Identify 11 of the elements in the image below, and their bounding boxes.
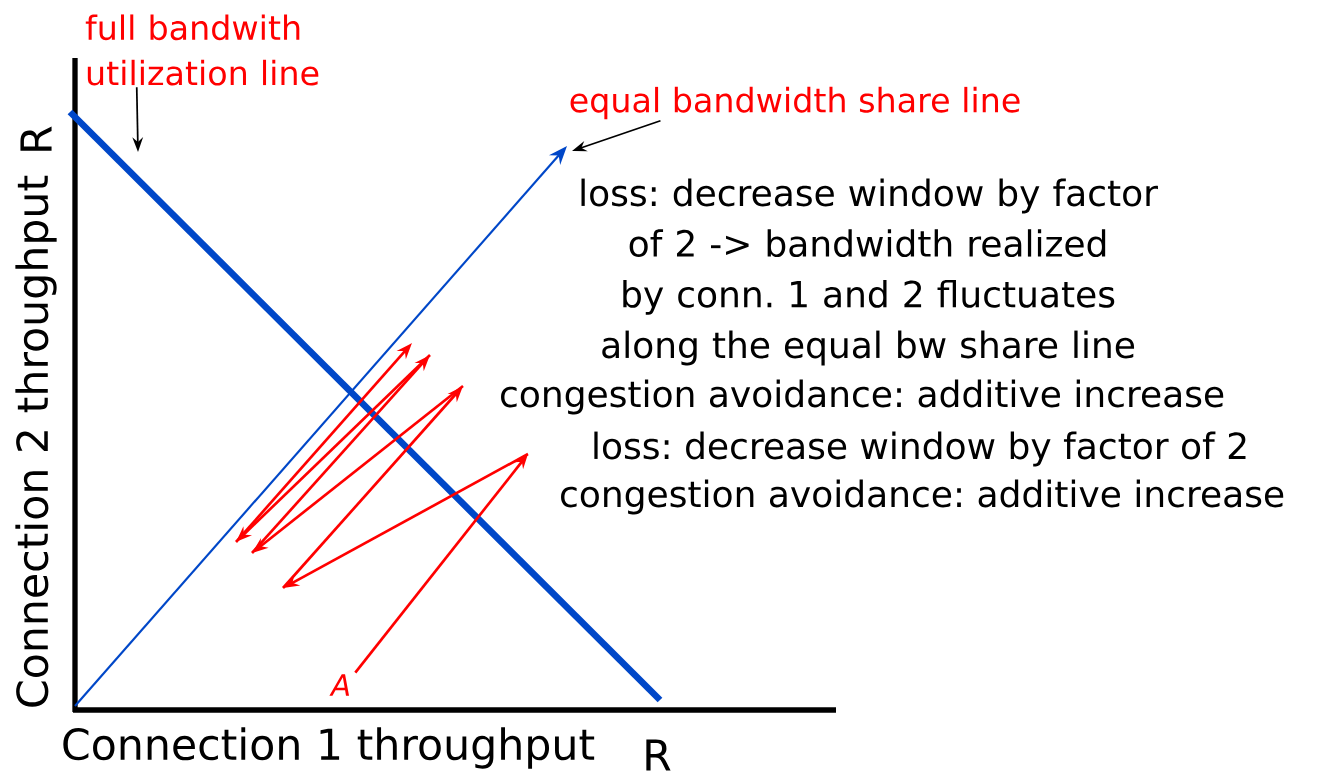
annotation: loss: decrease window by factor of 2 -> bandwidth realized by conn. 1 and 2 fluctuates along the equal bw share line [581, 178, 1158, 366]
line-label: equal bandwidth share line [570, 86, 1020, 120]
axis-label: Connection 1 throughput [63, 727, 595, 769]
annotation: congestion avoidance: additive increase [501, 379, 1224, 415]
line-label: full bandwith utilization line [85, 14, 319, 86]
axis-value: R [646, 739, 671, 771]
axis-value: R [20, 126, 52, 151]
annotation: loss: decrease window by factor of 2 [594, 431, 1246, 467]
axis-label: Connection 2 throughput [15, 175, 57, 707]
annotation: congestion avoidance: additive increase [561, 479, 1284, 515]
point-label: A [329, 674, 349, 696]
